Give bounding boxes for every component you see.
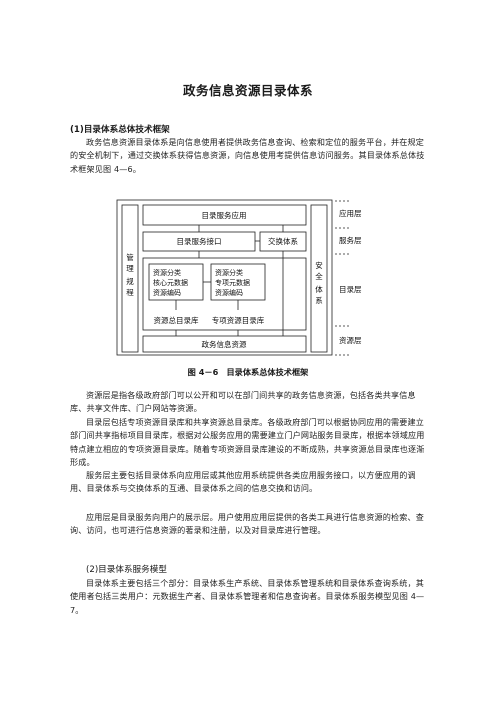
special-metadata-line-2: 专项元数据 [215, 278, 250, 287]
framework-diagram: 目录服务应用 目录服务接口 交换体系 资源分类 核心元数据 资源编码 资源分类 … [116, 199, 362, 356]
paragraph-catalog-layer: 目录层包括专项资源目录库和共享资源总目录库。各级政府部门可以根据协同应用的需要建… [70, 417, 425, 467]
figure-caption: 图 4－6 目录体系总体技术框架 [187, 367, 309, 377]
layer-label-service: 服务层 [339, 235, 362, 245]
gov-info-resources-label: 政务信息资源 [202, 339, 247, 349]
security-system-char-3: 体 [315, 284, 323, 294]
service-model-paragraph: 目录体系主要包括三个部分：目录体系生产系统、目录体系管理系统和目录体系查询系统，… [70, 578, 425, 615]
management-rules-char-1: 管 [126, 252, 134, 262]
gov-info-resources-box [142, 335, 307, 353]
paragraph-resource-layer: 资源层是指各级政府部门可以公开和可以在部门间共享的政务信息资源，包括各类共享信息… [70, 390, 416, 414]
diagram-outer-frame [116, 199, 333, 356]
directory-service-app-box [142, 204, 307, 226]
core-metadata-line-1: 资源分类 [153, 268, 181, 277]
master-catalog-label: 资源总目录库 [154, 315, 199, 325]
management-rules-char-4: 程 [126, 288, 134, 297]
page-title: 政务信息资源目录体系 [182, 83, 313, 98]
layer-label-application: 应用层 [339, 208, 362, 218]
section-heading-service-model: (2)目录体系服务模型 [86, 565, 167, 575]
paragraph-service-layer: 服务层主要包括目录体系向应用层或其他应用系统提供各类应用服务接口，以方便应用的调… [70, 470, 416, 494]
catalog-area-box [142, 257, 307, 331]
management-rules-char-3: 规 [126, 276, 134, 286]
management-rules-box [121, 204, 139, 353]
special-metadata-line-1: 资源分类 [215, 268, 243, 277]
security-system-char-1: 安 [315, 260, 323, 270]
management-rules-char-2: 理 [126, 264, 134, 273]
layer-label-catalog: 目录层 [339, 285, 362, 294]
intro-paragraph: 政务信息资源目录体系是向信息使用者提供政务信息查询、检索和定位的服务平台，并在规… [70, 137, 425, 174]
special-catalog-label: 专项资源目录库 [212, 315, 265, 325]
section-heading-framework: (1)目录体系总体技术框架 [70, 125, 170, 135]
directory-service-interface-label: 目录服务接口 [177, 236, 222, 246]
layer-label-resource: 资源层 [339, 335, 362, 345]
special-metadata-line-3: 资源编码 [215, 288, 243, 297]
paragraph-application-layer: 应用层是目录服务向用户的展示层。用户使用应用层提供的各类工具进行信息资源的检索、… [70, 512, 424, 536]
security-system-box [310, 204, 328, 353]
exchange-system-label: 交换体系 [268, 236, 298, 246]
core-metadata-line-2: 核心元数据 [153, 278, 188, 287]
core-metadata-line-3: 资源编码 [153, 288, 181, 297]
directory-service-app-label: 目录服务应用 [202, 210, 247, 220]
security-system-char-4: 系 [315, 295, 323, 305]
security-system-char-2: 全 [315, 271, 323, 281]
